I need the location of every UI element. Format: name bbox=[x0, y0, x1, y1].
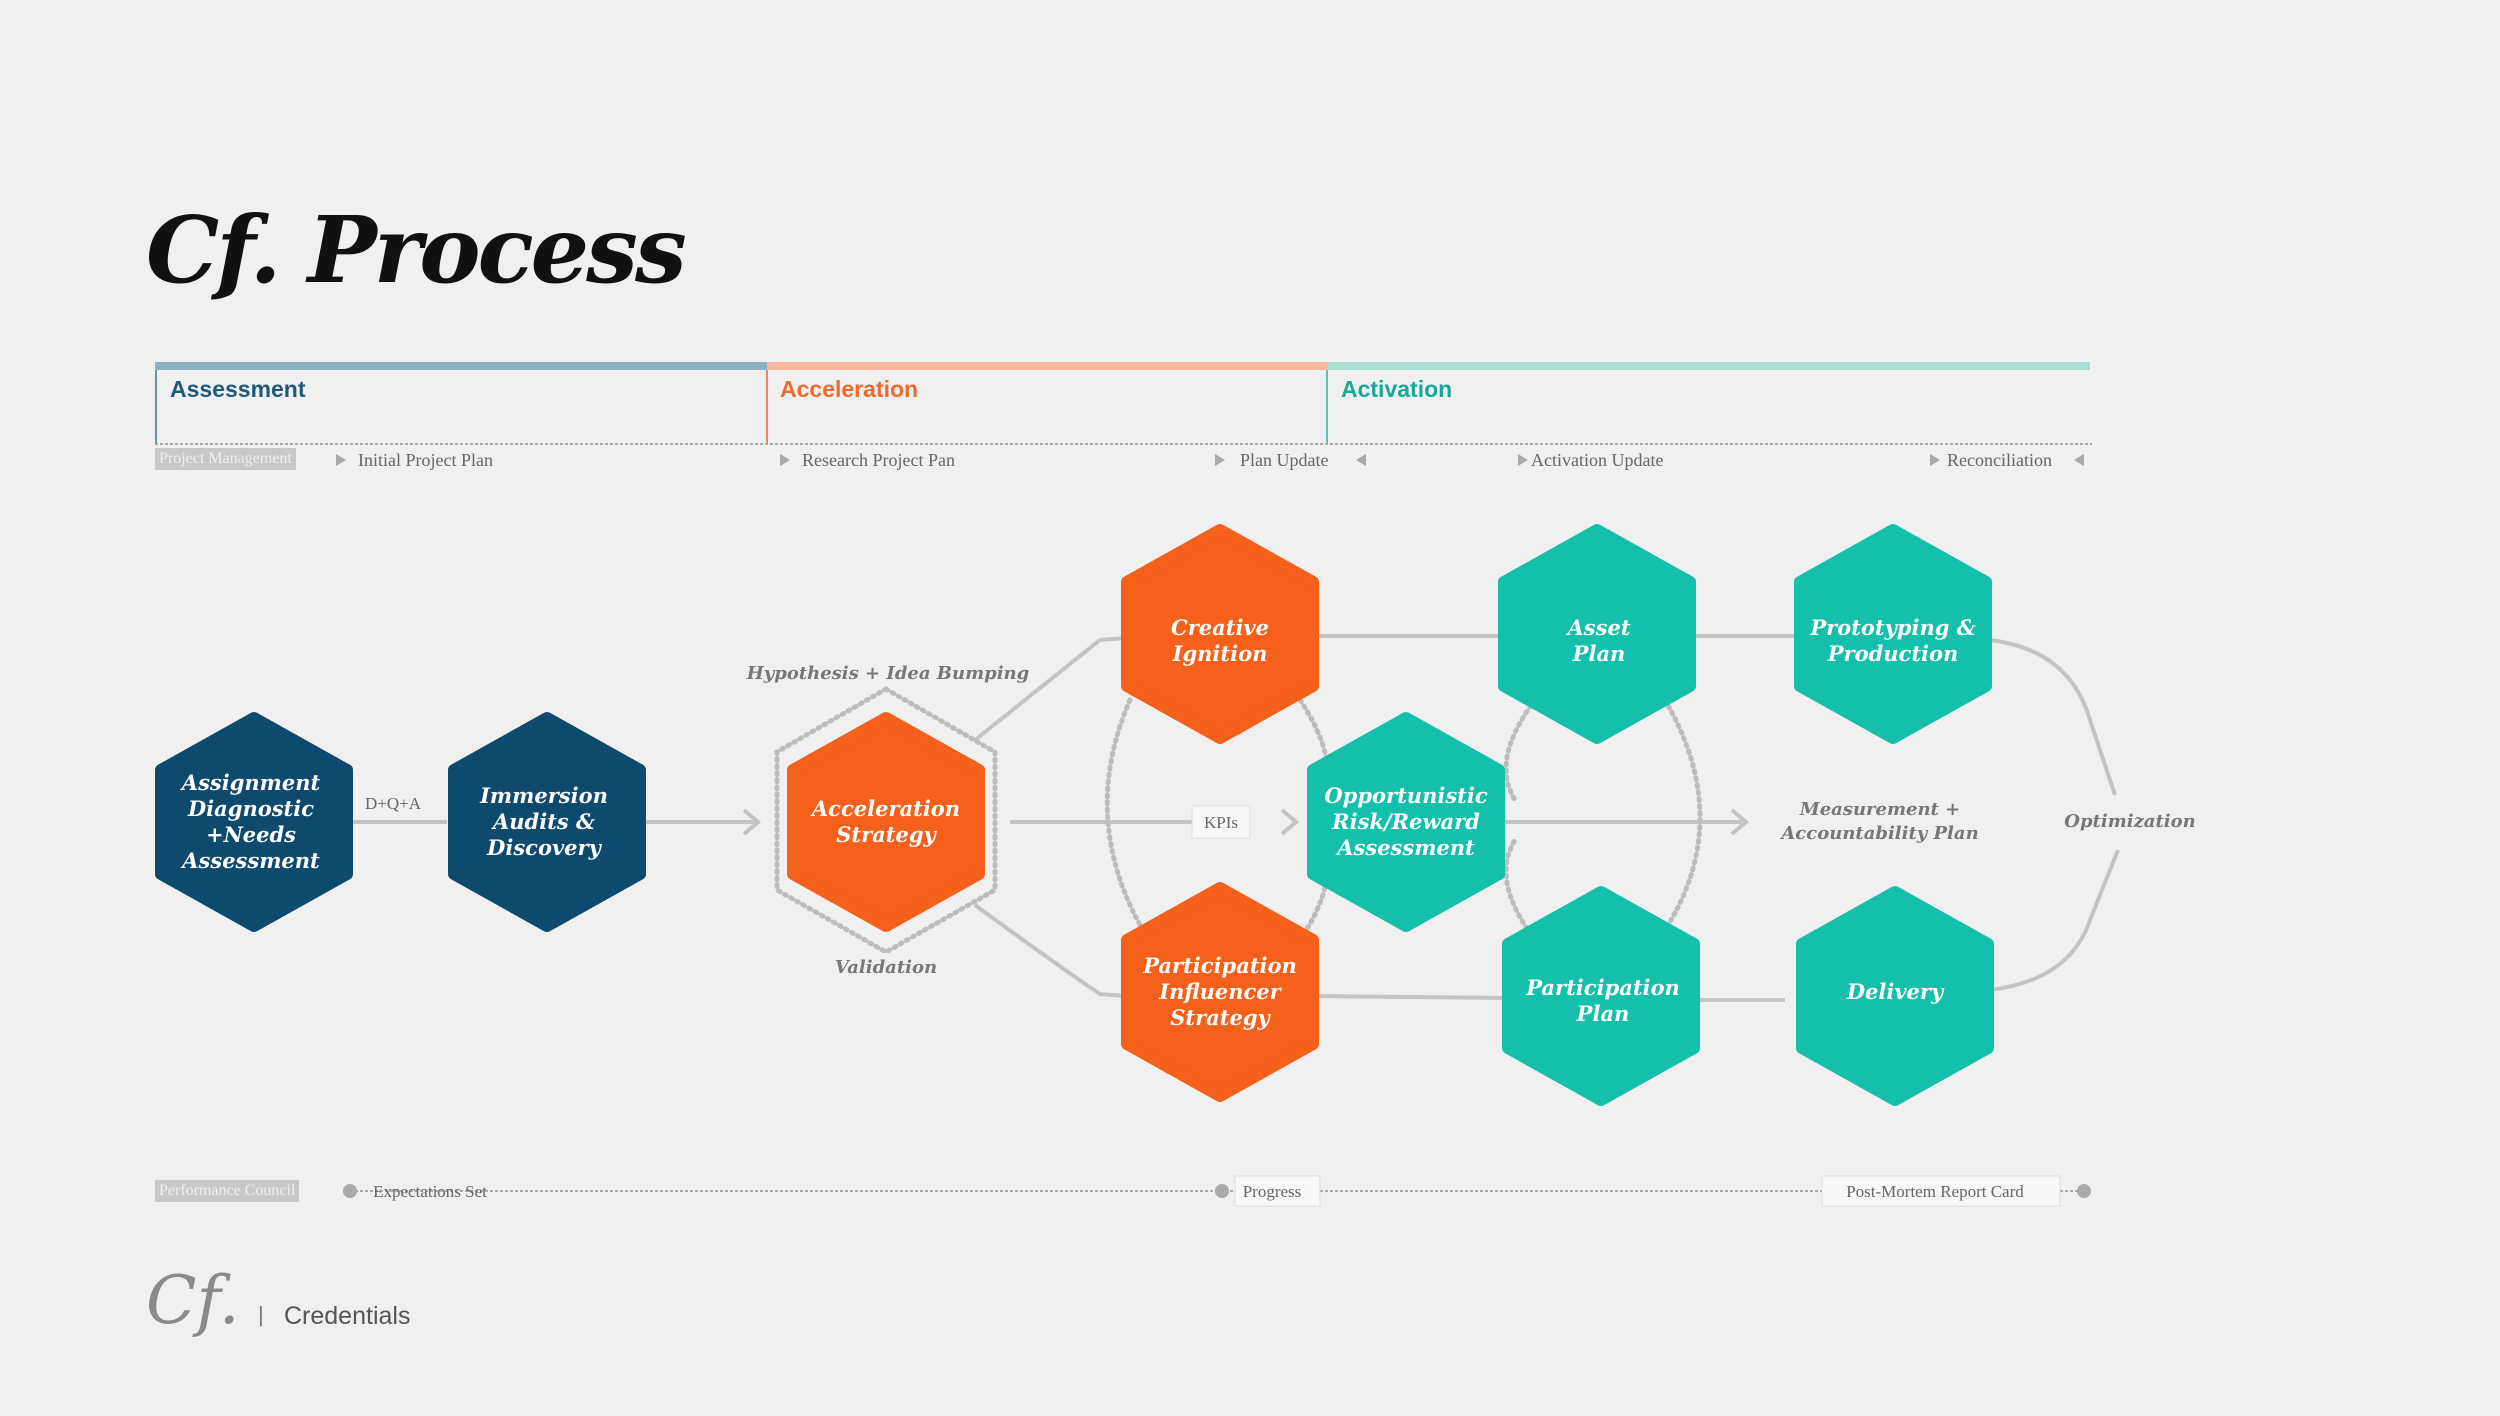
hex-prototyping bbox=[1794, 524, 1992, 744]
milestone-reconciliation: Reconciliation bbox=[1947, 450, 2052, 470]
phase-activation: Activation bbox=[1341, 376, 1453, 402]
acceleration-bar bbox=[767, 362, 1327, 370]
footer-credentials: Credentials bbox=[284, 1302, 411, 1330]
milestone-research-project-pan: Research Project Pan bbox=[802, 450, 955, 470]
hex-participation-plan bbox=[1502, 886, 1700, 1106]
hex-participation-influencer bbox=[1121, 882, 1319, 1102]
node-opportunistic: Opportunistic Risk/Reward Assessment bbox=[1324, 783, 1488, 860]
hex-creative bbox=[1121, 524, 1319, 744]
node-prototyping: Prototyping & Production bbox=[1810, 615, 1976, 666]
hex-acceleration-strategy bbox=[787, 712, 985, 932]
label-dqa: D+Q+A bbox=[364, 794, 422, 813]
milestone-initial-project-plan: Initial Project Plan bbox=[358, 450, 493, 470]
label-kpis: KPIs bbox=[1203, 813, 1239, 832]
node-delivery: Delivery bbox=[1846, 979, 1944, 1004]
footer-logo: Cf. bbox=[146, 1262, 240, 1339]
node-asset-plan: Asset Plan bbox=[1567, 615, 1631, 666]
node-acceleration-strategy: Acceleration Strategy bbox=[811, 796, 961, 847]
node-creative-ignition: Creative Ignition bbox=[1171, 615, 1269, 666]
footer-separator: | bbox=[258, 1302, 264, 1327]
phase-assessment: Assessment bbox=[170, 376, 306, 402]
node-participation-plan: Participation Plan bbox=[1526, 975, 1680, 1026]
milestone-post-mortem: Post-Mortem Report Card bbox=[1846, 1182, 2024, 1201]
hex-assignment bbox=[155, 712, 353, 932]
label-hypothesis: Hypothesis + Idea Bumping bbox=[746, 663, 1030, 684]
assessment-bar bbox=[155, 362, 767, 370]
performance-council-tag: Performance Council bbox=[155, 1180, 300, 1202]
label-validation: Validation bbox=[834, 957, 938, 978]
project-management-tag: Project Management bbox=[155, 448, 296, 470]
milestone-progress: Progress bbox=[1242, 1182, 1302, 1201]
page-title: Cf. Process bbox=[146, 196, 687, 304]
hexagon-nodes bbox=[155, 524, 1994, 1106]
phase-acceleration: Acceleration bbox=[780, 376, 919, 402]
label-optimization: Optimization bbox=[2064, 811, 2196, 832]
hex-asset-plan bbox=[1498, 524, 1696, 744]
hex-opportunistic bbox=[1307, 712, 1505, 932]
activation-bar bbox=[1327, 362, 2090, 370]
node-immersion: Immersion Audits & Discovery bbox=[480, 783, 608, 860]
milestone-plan-update: Plan Update bbox=[1240, 450, 1329, 470]
hex-delivery bbox=[1796, 886, 1994, 1106]
milestone-activation-update: Activation Update bbox=[1531, 450, 1664, 470]
label-measurement: Measurement + Accountability Plan bbox=[1781, 799, 1979, 844]
milestone-expectations-set: Expectations Set bbox=[373, 1182, 487, 1201]
hex-immersion bbox=[448, 712, 646, 932]
flow-connectors bbox=[348, 634, 2120, 1002]
node-assignment: Assignment Diagnostic +Needs Assessment bbox=[181, 770, 321, 873]
node-participation-influencer: Participation Influencer Strategy bbox=[1143, 953, 1297, 1030]
